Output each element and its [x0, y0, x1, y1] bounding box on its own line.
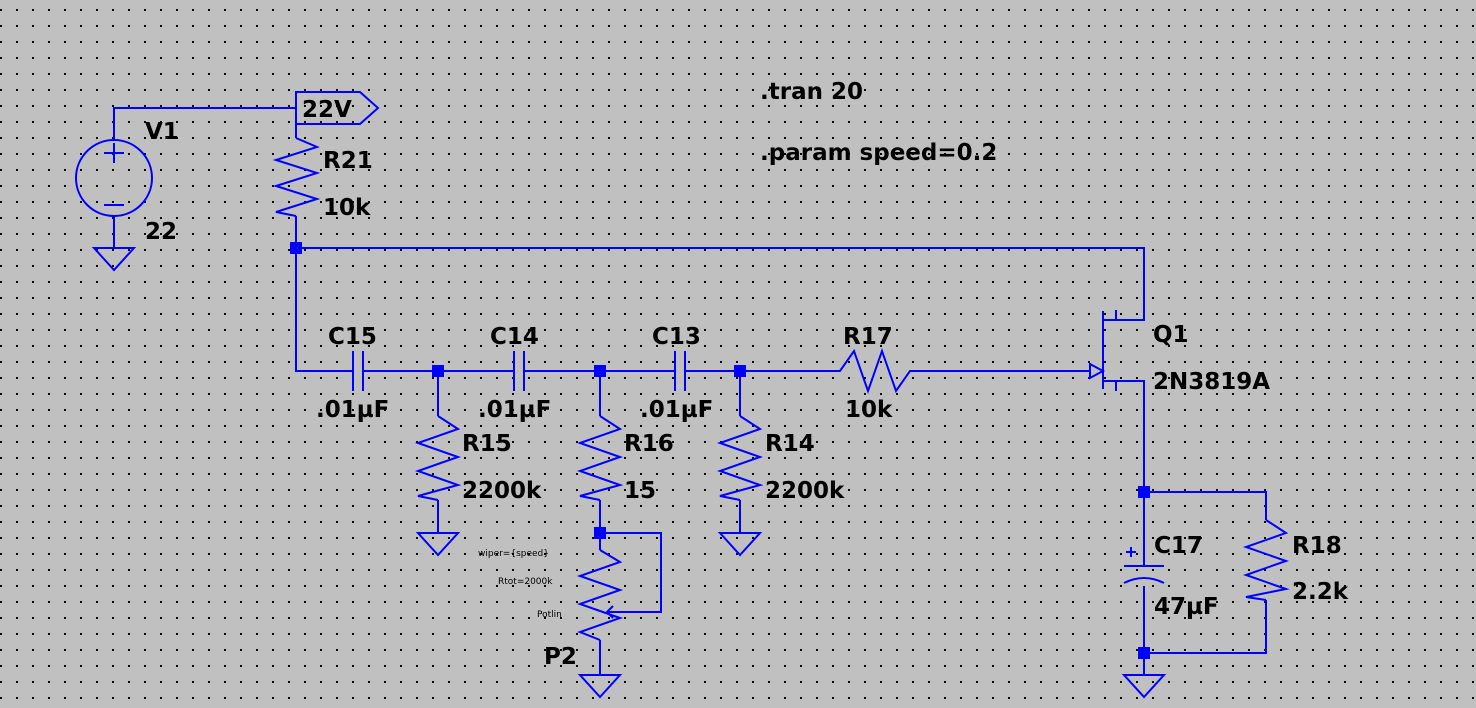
c17-label: C17 [1154, 533, 1203, 559]
voltage-source-v1[interactable] [75, 139, 153, 217]
v1-value: 22 [145, 219, 177, 245]
r14-value: 2200k [765, 478, 845, 504]
ground-r15 [415, 532, 461, 557]
c17-value: 47µF [1154, 594, 1219, 620]
p2-wiper-param: wiper={speed} [478, 549, 549, 559]
capacitor-c15[interactable] [344, 351, 368, 391]
ground-c17 [1121, 674, 1167, 699]
r17-value: 10k [845, 397, 893, 423]
p2-rtot-param: Rtot=2000k [498, 577, 553, 587]
r15-value: 2200k [462, 478, 542, 504]
jfet-q1[interactable] [1089, 310, 1117, 391]
r21-label: R21 [323, 148, 373, 174]
resistor-r15[interactable] [414, 415, 462, 501]
net-flag-label: 22V [302, 97, 352, 123]
r16-value: 15 [624, 478, 656, 504]
resistor-r18[interactable] [1242, 519, 1290, 601]
c15-value: .01µF [316, 397, 389, 423]
c14-value: .01µF [478, 397, 551, 423]
r15-label: R15 [462, 431, 512, 457]
tran-directive[interactable]: .tran 20 [760, 79, 863, 105]
potentiometer-wiper[interactable] [605, 605, 620, 619]
q1-label: Q1 [1153, 322, 1189, 348]
r21-value: 10k [323, 195, 371, 221]
potentiometer-p2[interactable] [576, 549, 624, 641]
resistor-r17[interactable] [830, 347, 914, 395]
capacitor-c14[interactable] [506, 351, 530, 391]
r18-value: 2.2k [1292, 579, 1349, 605]
p2-model: Potlin [537, 610, 562, 620]
param-directive[interactable]: .param speed=0.2 [760, 140, 997, 166]
ground-r14 [717, 532, 763, 557]
resistor-r14[interactable] [716, 415, 764, 501]
c13-label: C13 [652, 324, 701, 350]
resistor-r21[interactable] [272, 137, 321, 217]
q1-value: 2N3819A [1153, 369, 1270, 395]
ground-symbols [91, 247, 1167, 699]
ground-v1 [91, 247, 137, 272]
net-flag-22v[interactable] [295, 91, 380, 125]
r14-label: R14 [765, 431, 815, 457]
wires [113, 107, 1267, 675]
c14-label: C14 [490, 324, 539, 350]
capacitor-c13[interactable] [667, 351, 691, 391]
ground-p2 [577, 674, 623, 699]
r16-label: R16 [624, 431, 674, 457]
p2-label: P2 [544, 644, 577, 670]
c15-label: C15 [328, 324, 377, 350]
capacitor-c17[interactable] [1123, 547, 1165, 584]
v1-label: V1 [145, 119, 179, 145]
r17-label: R17 [843, 324, 893, 350]
c13-value: .01µF [640, 397, 713, 423]
junctions [290, 242, 1150, 659]
resistor-r16[interactable] [576, 415, 624, 501]
r18-label: R18 [1292, 533, 1342, 559]
